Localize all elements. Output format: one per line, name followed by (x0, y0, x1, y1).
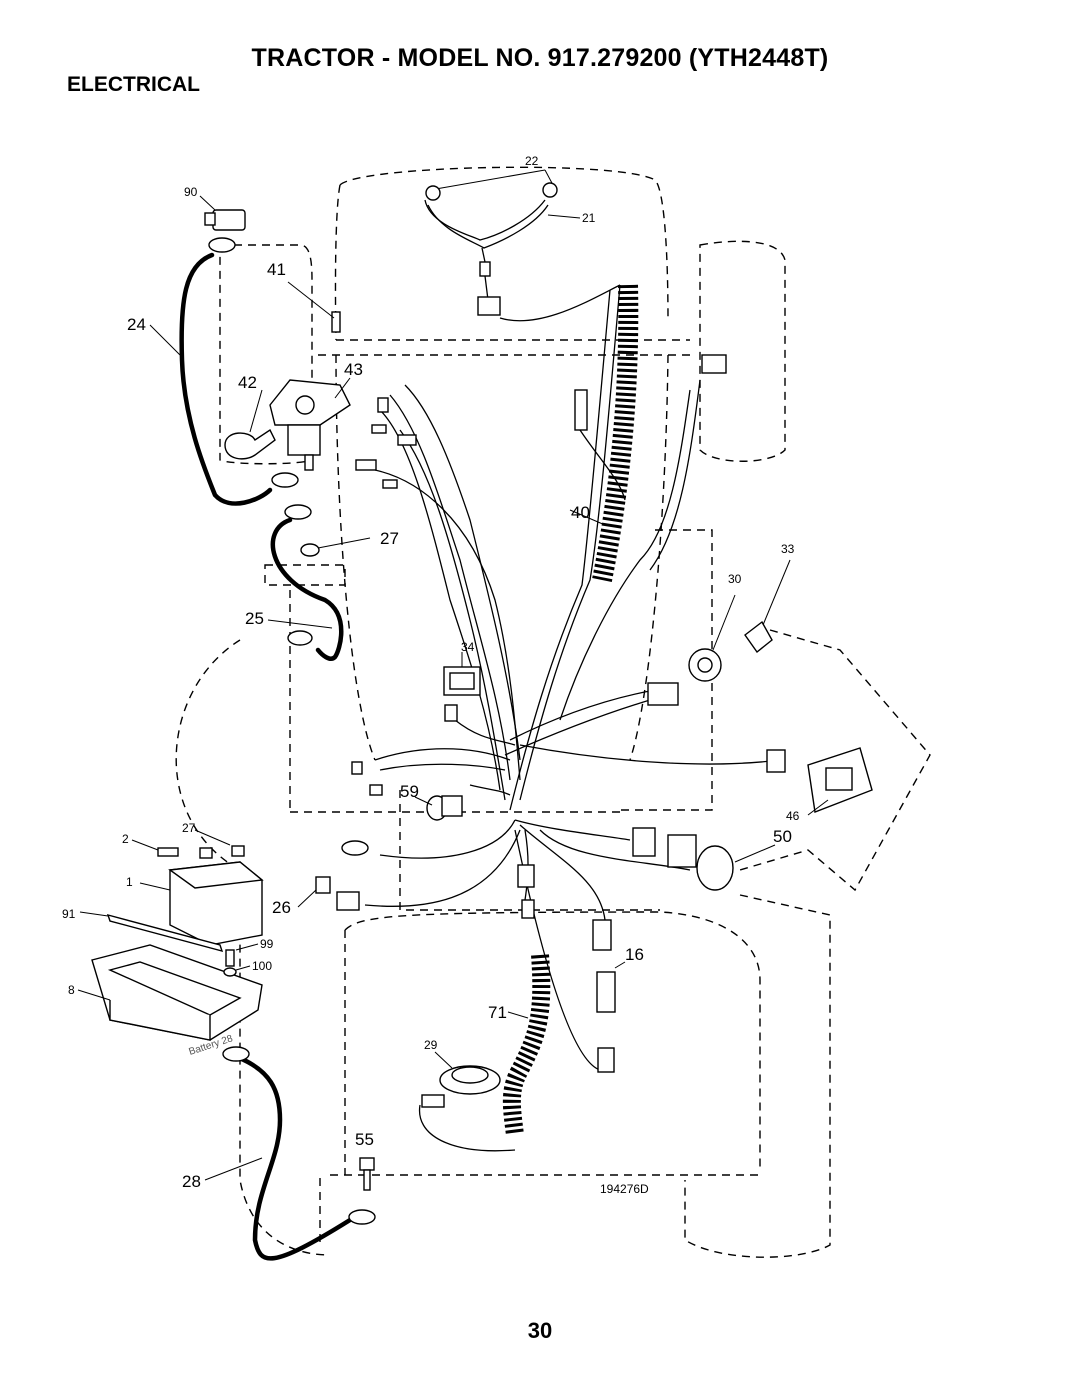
callout-22: 22 (525, 154, 539, 168)
callout-90: 90 (184, 185, 198, 199)
callout-26: 26 (272, 898, 291, 917)
hold-down-strap (79, 911, 224, 953)
terminal-cap (199, 195, 246, 231)
callout-55: 55 (355, 1130, 374, 1149)
callout-27-upper: 27 (380, 529, 399, 548)
page-title: TRACTOR - MODEL NO. 917.279200 (YTH2448T… (251, 44, 829, 72)
callout-27-lower: 27 (182, 821, 196, 835)
callout-71: 71 (488, 1003, 507, 1022)
callout-100: 100 (252, 959, 272, 973)
battery (139, 845, 264, 946)
tray-hardware (223, 943, 259, 977)
callout-99: 99 (260, 937, 274, 951)
callout-40: 40 (571, 503, 590, 522)
light-switch (667, 834, 776, 891)
battery-tray (77, 944, 263, 1041)
relay (744, 559, 791, 654)
callout-28: 28 (182, 1172, 201, 1191)
callout-labels: 22 21 90 41 24 42 43 40 27 33 30 25 34 5… (62, 154, 800, 1196)
callout-34: 34 (461, 640, 475, 654)
corrugated-loom-lower (502, 954, 551, 1137)
callout-30: 30 (728, 572, 742, 586)
callout-42: 42 (238, 373, 257, 392)
callout-25: 25 (245, 609, 264, 628)
fuse-holder (596, 961, 626, 1073)
callout-46: 46 (786, 809, 800, 823)
tractor-outline (175, 166, 931, 1258)
plunger-switch (414, 795, 463, 821)
battery-bolt (131, 829, 231, 857)
callout-43: 43 (344, 360, 363, 379)
callout-50: 50 (773, 827, 792, 846)
callout-24: 24 (127, 315, 146, 334)
callout-21: 21 (582, 211, 596, 225)
callout-16: 16 (625, 945, 644, 964)
headlight-harness (424, 169, 621, 322)
drawing-number: 194276D (600, 1182, 649, 1196)
callout-29: 29 (424, 1038, 438, 1052)
seat-switch (418, 1051, 516, 1152)
section-heading: ELECTRICAL (67, 73, 200, 96)
callout-33: 33 (781, 542, 795, 556)
cables (149, 237, 376, 1261)
main-wiring-harness (364, 284, 781, 1071)
reverse-switch (443, 652, 481, 696)
callout-2: 2 (122, 832, 129, 846)
callout-1: 1 (126, 875, 133, 889)
callout-59: 59 (400, 782, 419, 801)
solenoid (224, 281, 351, 471)
connectors (341, 354, 786, 951)
ignition-switch (647, 594, 736, 706)
callout-41: 41 (267, 260, 286, 279)
fuse (297, 876, 360, 911)
callout-8: 8 (68, 983, 75, 997)
nut-upper (300, 537, 371, 557)
screw (359, 1157, 375, 1191)
corrugated-loom-upper (569, 284, 639, 582)
hour-meter (807, 747, 873, 816)
callout-91: 91 (62, 907, 76, 921)
page-number: 30 (527, 1318, 553, 1343)
